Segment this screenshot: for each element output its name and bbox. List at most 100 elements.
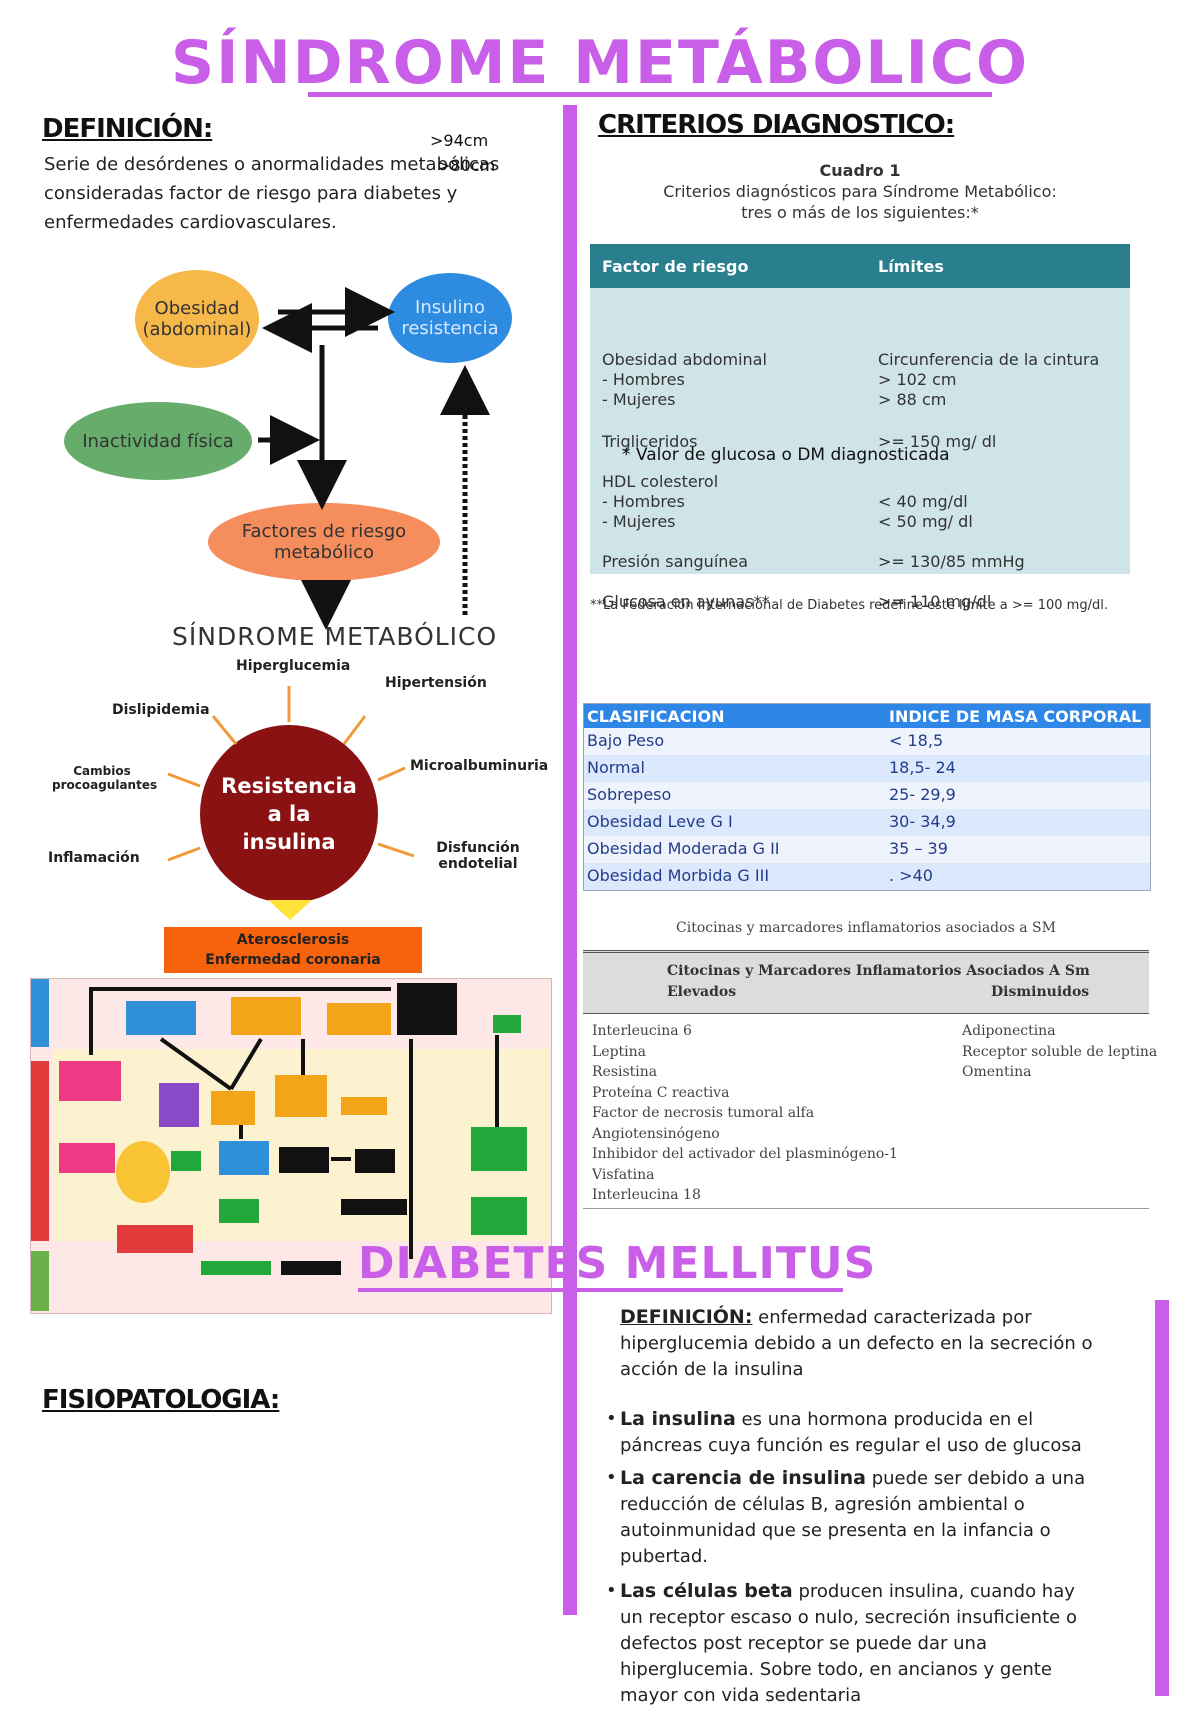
resistencia-rays	[167, 686, 415, 920]
table-row: Obesidad Morbida G III . >40	[584, 863, 1150, 890]
fig-box	[159, 1083, 199, 1127]
citocinas-header: Citocinas y Marcadores Inflamatorios Aso…	[583, 950, 1149, 1014]
imc-cell: . >40	[889, 866, 933, 885]
microalbuminuria-label: Microalbuminuria	[410, 758, 549, 774]
table-row: Normal 18,5- 24	[584, 755, 1150, 782]
dm-definicion: DEFINICIÓN: enfermedad caracterizada por…	[620, 1304, 1120, 1383]
bullet-text: puede ser debido a una	[871, 1468, 1086, 1489]
imc-col: INDICE DE MASA CORPORAL	[889, 707, 1142, 726]
imc-table: CLASIFICACION INDICE DE MASA CORPORAL Ba…	[583, 703, 1151, 891]
list-item: Receptor soluble de leptina	[962, 1043, 1158, 1060]
fig-band	[31, 1251, 49, 1311]
crit-cell: - Hombres	[602, 370, 685, 389]
dm-def-text: hiperglucemia debido a un defecto en la …	[620, 1333, 1093, 1354]
fig-box	[327, 1003, 391, 1035]
bullet-text: autoinmunidad que se presenta en la infa…	[620, 1520, 1051, 1541]
fig-box	[471, 1127, 527, 1171]
crit-overlay: * Valor de glucosa o DM diagnosticada	[622, 445, 950, 465]
crit-cell: < 50 mg/ dl	[878, 512, 973, 531]
table-row: Obesidad Moderada G II 35 – 39	[584, 836, 1150, 863]
criterios-header: Factor de riesgo Límites	[590, 244, 1130, 288]
fig-box	[59, 1143, 115, 1173]
hipertension-label: Hipertensión	[385, 675, 487, 691]
fig-box	[219, 1141, 269, 1175]
fig-box	[275, 1075, 327, 1117]
list-item: Interleucina 6	[592, 1023, 692, 1039]
imc-cell: Obesidad Moderada G II	[587, 839, 780, 858]
fig-box	[471, 1197, 527, 1235]
list-item: Omentina	[962, 1064, 1032, 1080]
imc-body: Bajo Peso< 18,5 Normal 18,5- 24 Sobrepeso…	[584, 728, 1150, 890]
crit-cell: >= 110 mg/dl	[878, 592, 992, 611]
divider-bar	[563, 105, 577, 1615]
list-item: Adiponectina	[962, 1023, 1056, 1039]
cuadro-sub: tres o más de los siguientes:*	[741, 203, 979, 222]
bullet-text: mayor con vida sedentaria	[620, 1685, 862, 1706]
bullet-text: reducción de células B, agresión ambient…	[620, 1494, 1025, 1515]
sm-label: SÍNDROME METABÓLICO	[172, 622, 498, 651]
fig-box	[355, 1149, 395, 1173]
dm-def-text: enfermedad caracterizada por	[758, 1307, 1032, 1328]
bullet-text: defectos post receptor se puede dar una	[620, 1633, 987, 1654]
bullet-text: pubertad.	[620, 1546, 708, 1567]
crit-cell: - Hombres	[602, 492, 685, 511]
disfuncion-label: Disfunción endotelial	[436, 840, 520, 872]
inactividad-oval: Inactividad física	[64, 402, 252, 480]
criterios-note: **La Federación Internacional de Diabete…	[590, 598, 1108, 613]
insulino-oval: Insulino resistencia	[388, 273, 512, 363]
citocinas-bottom-rule	[583, 1208, 1149, 1209]
fig-box	[397, 983, 457, 1035]
imc-cell: 18,5- 24	[889, 758, 956, 777]
crit-cell: >= 130/85 mmHg	[878, 552, 1025, 571]
crit-cell: < 40 mg/dl	[878, 492, 968, 511]
cambios-label: Cambios procoagulantes	[52, 764, 158, 792]
fig-box	[493, 1015, 521, 1033]
crit-cell: Glucosa en ayunas**	[602, 592, 770, 611]
cuadro-sub: Criterios diagnósticos para Síndrome Met…	[663, 182, 1057, 201]
fig-box	[171, 1151, 201, 1171]
bullet-bold: Las células beta	[620, 1580, 793, 1602]
disminuidos-list: Adiponectina Receptor soluble de leptina…	[962, 1021, 1157, 1083]
fig-box	[279, 1147, 329, 1173]
imc-cell: Sobrepeso	[587, 785, 672, 804]
fig-box	[59, 1061, 121, 1101]
imc-cell: 35 – 39	[889, 839, 948, 858]
imc-cell: 25- 29,9	[889, 785, 956, 804]
diagram-arrows	[258, 287, 490, 630]
dm-def-heading: DEFINICIÓN:	[620, 1306, 753, 1328]
fig-box	[231, 997, 301, 1035]
crit-cell: >= 150 mg/ dl	[878, 432, 997, 451]
imc-cell: < 18,5	[889, 731, 944, 750]
dm-bullet: La carencia de insulina puede ser debido…	[606, 1465, 1100, 1570]
col-limites: Límites	[878, 257, 944, 276]
fig-box	[116, 1141, 170, 1203]
imc-cell: Normal	[587, 758, 645, 777]
elevados-head: Elevados	[667, 984, 737, 1000]
table-row: Bajo Peso< 18,5	[584, 728, 1150, 755]
definicion-line: consideradas factor de riesgo para diabe…	[44, 183, 458, 204]
crit-cell: Trigliceridos	[602, 432, 698, 451]
bullet-bold: La insulina	[620, 1408, 736, 1430]
dm-bullet: La insulina es una hormona producida en …	[606, 1406, 1100, 1459]
fig-box	[281, 1261, 341, 1275]
definicion-heading: DEFINICIÓN:	[42, 114, 213, 144]
cuadro-caption: Cuadro 1 Criterios diagnósticos para Sín…	[590, 160, 1130, 223]
fig-box	[341, 1199, 407, 1215]
fig-box	[117, 1225, 193, 1253]
imc-col: CLASIFICACION	[587, 707, 725, 726]
overlay-text: >80cm	[437, 156, 496, 175]
crit-cell: Obesidad abdominal	[602, 350, 767, 369]
imc-cell: Obesidad Morbida G III	[587, 866, 770, 885]
dislipidemia-label: Dislipidemia	[112, 702, 210, 718]
disminuidos-head: Disminuidos	[991, 984, 1090, 1000]
fig-box	[341, 1097, 387, 1115]
bullet-text: es una hormona producida en el	[741, 1409, 1034, 1430]
atero-line: Aterosclerosis	[236, 932, 350, 948]
fig-box	[126, 1001, 196, 1035]
crit-cell: > 102 cm	[878, 370, 957, 389]
factores-oval: Factores de riesgo metabólico	[208, 503, 440, 581]
list-item: Resistina	[592, 1064, 658, 1080]
list-item: Proteína C reactiva	[592, 1084, 730, 1101]
crit-cell: > 88 cm	[878, 390, 947, 409]
crit-cell: Circunferencia de la cintura	[878, 350, 1100, 369]
